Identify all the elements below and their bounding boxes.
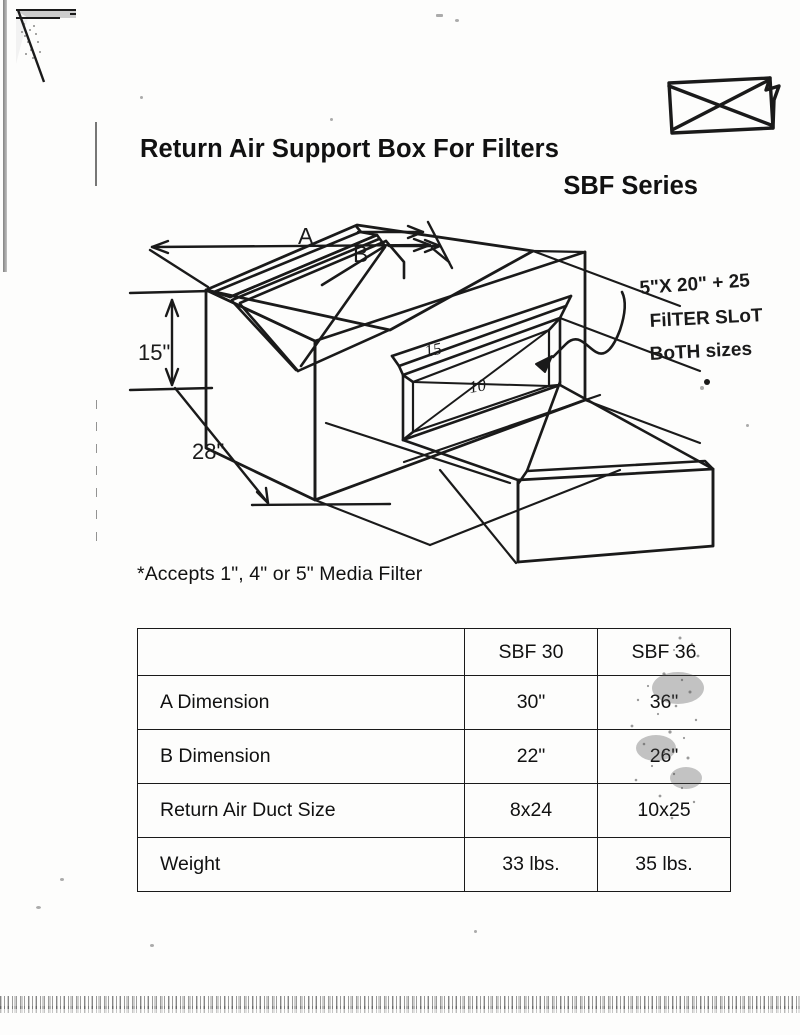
crossed-out-box-mark — [667, 76, 781, 135]
table-header-blank — [137, 628, 465, 676]
scan-speck — [330, 118, 333, 121]
scan-speck — [150, 944, 154, 947]
scan-speck — [436, 14, 443, 17]
handwritten-duct-width: 15 — [423, 339, 444, 361]
dimension-label-b: B — [353, 241, 368, 267]
scan-bottom-noise-artifact-secondary — [0, 1006, 800, 1013]
dimension-b — [356, 220, 454, 270]
table-header-sbf36: SBF 36 — [597, 628, 731, 676]
row-value-sbf36: 36" — [597, 675, 731, 730]
dimension-label-a: A — [298, 223, 314, 249]
scan-margin-dashes-artifact — [96, 400, 97, 550]
handwritten-arrow-head — [535, 355, 553, 373]
specification-table: SBF 30 SBF 36 A Dimension 30" 36" B Dime… — [137, 628, 731, 892]
handwritten-annotation-line-1: 5"X 20" + 25 — [639, 270, 751, 299]
table-row: Weight 33 lbs. 35 lbs. — [137, 837, 731, 892]
page-subtitle: SBF Series — [563, 171, 698, 200]
scan-speck — [36, 906, 41, 909]
row-value-sbf30: 8x24 — [464, 783, 598, 838]
row-value-sbf30: 30" — [464, 675, 598, 730]
scan-speck — [455, 19, 459, 22]
table-row: A Dimension 30" 36" — [137, 675, 731, 730]
handwritten-annotation: 5"X 20" + 25 FilTER SLoT BoTH sizes — [639, 270, 764, 365]
filter-slot-opening — [401, 316, 562, 442]
scan-speck — [700, 386, 704, 390]
duct-collar — [401, 380, 715, 564]
dimension-label-depth: 28" — [192, 439, 224, 464]
handwritten-annotation-line-2: FilTER SLoT — [649, 305, 763, 332]
row-value-sbf36: 26" — [597, 729, 731, 784]
row-value-sbf30: 22" — [464, 729, 598, 784]
row-value-sbf36: 35 lbs. — [597, 837, 731, 892]
row-label: Weight — [137, 837, 465, 892]
row-label: A Dimension — [137, 675, 465, 730]
title-block: Return Air Support Box For Filters SBF S… — [140, 136, 740, 201]
scan-speck — [140, 96, 143, 99]
table-row: B Dimension 22" 26" — [137, 729, 731, 784]
scan-bottom-noise-artifact — [0, 996, 800, 1009]
handwritten-duct-height: 10 — [467, 375, 488, 397]
row-value-sbf30: 33 lbs. — [464, 837, 598, 892]
table-header-row: SBF 30 SBF 36 — [137, 628, 731, 676]
handwritten-ink-dot — [704, 379, 710, 385]
row-value-sbf36: 10x25 — [597, 783, 731, 838]
handwritten-leader-line — [551, 290, 627, 359]
table-header-sbf30: SBF 30 — [464, 628, 598, 676]
scan-speck — [474, 930, 477, 933]
row-label: B Dimension — [137, 729, 465, 784]
page-title: Return Air Support Box For Filters — [140, 135, 559, 163]
dimension-height — [128, 289, 214, 392]
row-label: Return Air Duct Size — [137, 783, 465, 838]
scan-corner-fold-artifact — [16, 9, 76, 83]
handwritten-annotation-line-3: BoTH sizes — [649, 339, 752, 365]
scan-left-edge-artifact — [3, 0, 7, 272]
table-row: Return Air Duct Size 8x24 10x25 — [137, 783, 731, 838]
scan-margin-rule-artifact — [95, 122, 97, 186]
media-filter-footnote: *Accepts 1", 4" or 5" Media Filter — [137, 563, 423, 585]
scan-speck — [746, 424, 749, 427]
dimension-label-height: 15" — [138, 340, 170, 365]
dimension-depth — [173, 386, 392, 507]
scan-speck — [60, 878, 64, 881]
dimension-a — [148, 237, 451, 289]
